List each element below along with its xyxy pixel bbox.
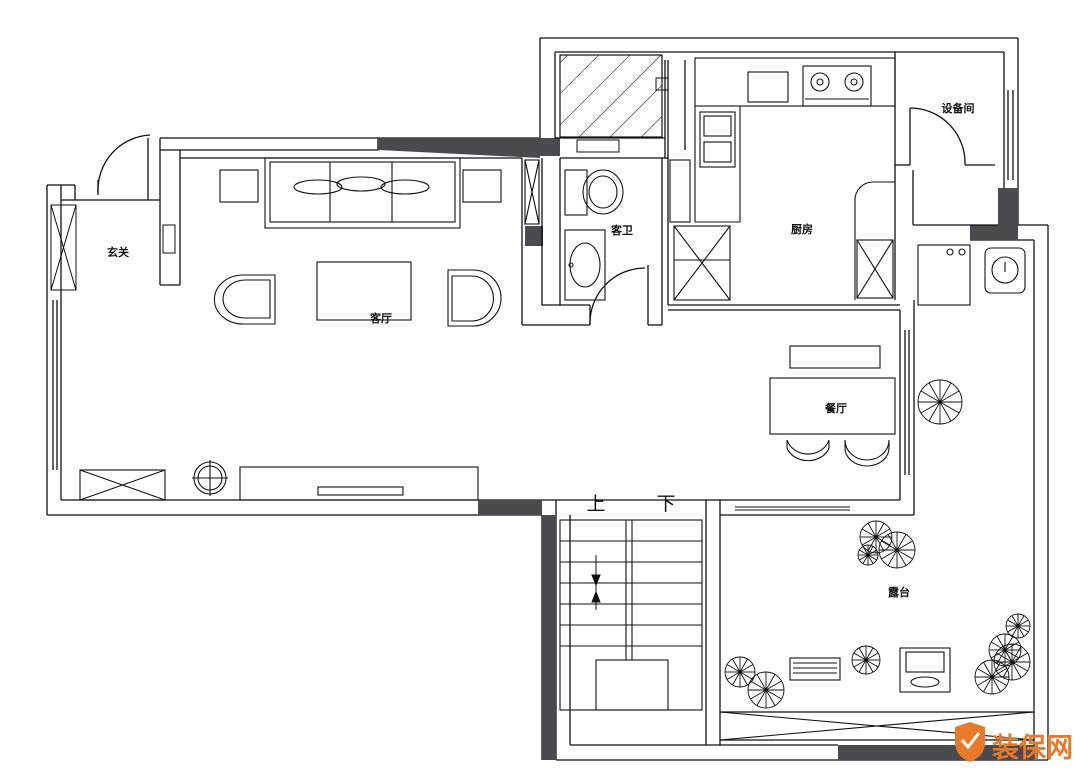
room-label-guest-bath: 客卫 xyxy=(610,223,633,237)
plant xyxy=(1005,613,1031,639)
room-label-terrace: 露台 xyxy=(888,585,910,599)
entrance-cabinet xyxy=(50,204,176,291)
plant xyxy=(724,656,756,688)
room-label-living: 客厅 xyxy=(369,311,392,325)
plant xyxy=(851,645,881,675)
plants xyxy=(724,379,1031,709)
room-label-equipment: 设备间 xyxy=(942,101,975,115)
sofa xyxy=(219,157,502,229)
plant xyxy=(857,544,879,566)
kitchen-fixtures xyxy=(669,57,896,301)
armchair-left xyxy=(213,274,276,325)
dining-furniture xyxy=(769,345,896,467)
plant xyxy=(974,659,1010,695)
structural-walls xyxy=(378,138,1038,760)
plant xyxy=(993,643,1031,681)
plant xyxy=(859,520,893,554)
plant xyxy=(878,531,916,569)
stair-up-label: 上 xyxy=(586,493,605,515)
armchair-right xyxy=(447,269,502,327)
tv-cabinet xyxy=(79,460,479,501)
room-label-entrance: 玄关 xyxy=(107,245,129,259)
storage-closet xyxy=(559,54,669,153)
coffee-table xyxy=(316,261,412,321)
stair-down-label: 下 xyxy=(656,493,675,515)
watermark-text: 装保网 xyxy=(992,733,1073,764)
room-label-kitchen: 厨房 xyxy=(791,222,813,236)
staircase xyxy=(559,519,703,711)
stair-up-arrow xyxy=(591,555,601,610)
terrace-furniture xyxy=(719,506,1035,741)
room-label-dining: 餐厅 xyxy=(824,401,847,415)
utility-sink xyxy=(917,244,1026,306)
watermark-logo: 装保网 xyxy=(955,722,1073,764)
plant xyxy=(747,671,785,709)
plant xyxy=(917,379,963,425)
guest-bath-fixtures xyxy=(524,159,624,301)
